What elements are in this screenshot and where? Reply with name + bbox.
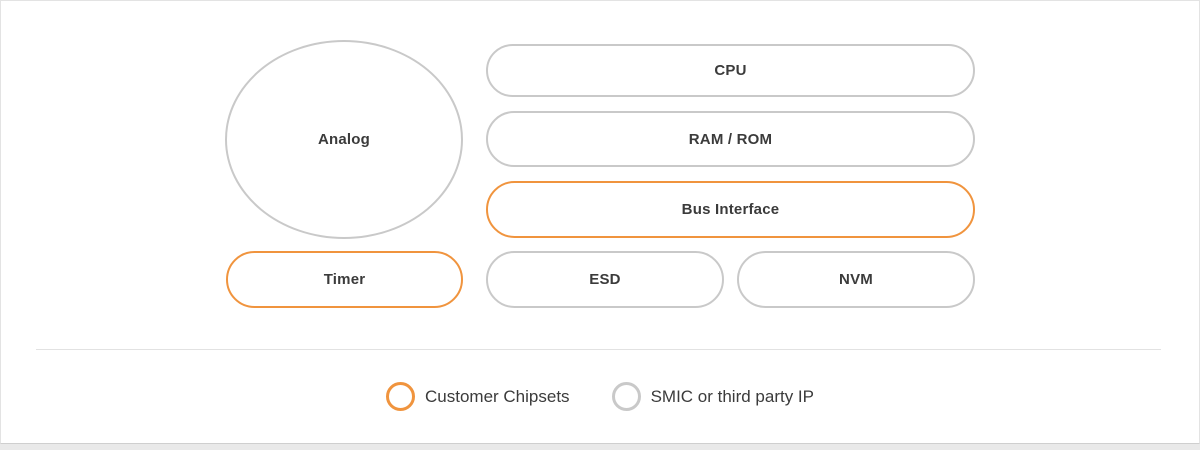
- node-cpu-label: CPU: [714, 62, 747, 79]
- legend: Customer Chipsets SMIC or third party IP: [0, 382, 1200, 411]
- legend-item-customer-chipsets: Customer Chipsets: [386, 382, 570, 411]
- legend-divider: [36, 349, 1161, 350]
- legend-item-third-party-ip: SMIC or third party IP: [611, 382, 814, 411]
- node-esd: ESD: [486, 251, 724, 308]
- customer-chipsets-ring-icon: [386, 382, 415, 411]
- node-bus-interface: Bus Interface: [486, 181, 975, 238]
- node-ram-rom-label: RAM / ROM: [688, 130, 773, 148]
- node-timer-label: Timer: [323, 271, 366, 288]
- node-cpu: CPU: [486, 44, 975, 97]
- node-ram-rom: RAM / ROM: [486, 111, 975, 167]
- node-timer: Timer: [226, 251, 463, 308]
- legend-item-label: Customer Chipsets: [425, 386, 570, 406]
- node-bus-interface-label: Bus Interface: [681, 201, 780, 218]
- node-nvm-label: NVM: [839, 271, 873, 288]
- third-party-ip-ring-icon: [611, 382, 641, 411]
- legend-item-label: SMIC or third party IP: [650, 386, 814, 406]
- node-analog-label: Analog: [317, 131, 371, 148]
- node-nvm: NVM: [737, 251, 975, 308]
- node-analog: Analog: [225, 40, 463, 239]
- node-esd-label: ESD: [589, 271, 621, 288]
